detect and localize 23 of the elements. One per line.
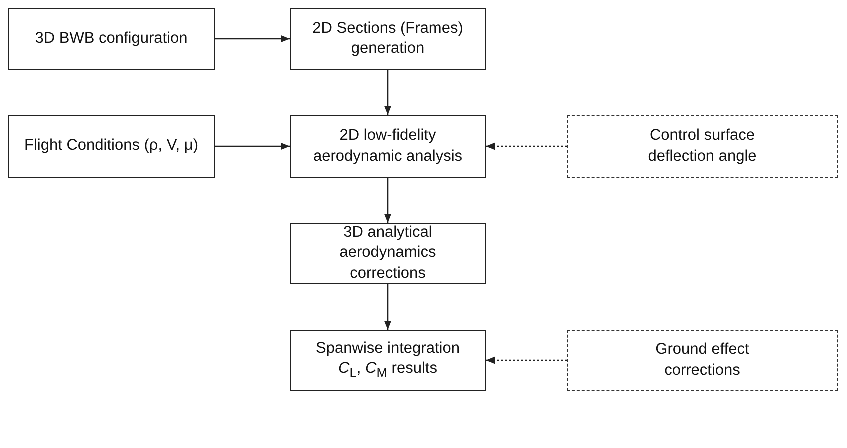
box-label: 2D low-fidelity aerodynamic analysis [312,126,464,166]
optional-input-box [567,115,838,178]
process-box [290,115,486,178]
box-label: Ground effect corrections [654,340,750,380]
arrow [486,356,567,364]
process-box [8,115,215,178]
process-box [290,330,486,391]
arrow [384,284,392,330]
arrow [215,142,290,150]
process-box [8,8,215,70]
box-label: 2D Sections (Frames) generation [312,18,464,59]
box-label: 3D analytical aerodynamics corrections [338,223,438,284]
box-label: Spanwise integration C$_{L}$, C$_{M}$ results [315,338,461,382]
process-box [290,8,486,70]
arrow [486,142,567,150]
arrow [384,178,392,223]
process-box [290,223,486,284]
box-label: Control surface deflection angle [647,126,758,166]
optional-input-box [567,330,838,391]
box-label: Flight Conditions (ρ, V, μ) [24,136,198,156]
arrow [215,35,290,43]
box-label: 3D BWB configuration [35,28,188,49]
arrow [384,70,392,115]
